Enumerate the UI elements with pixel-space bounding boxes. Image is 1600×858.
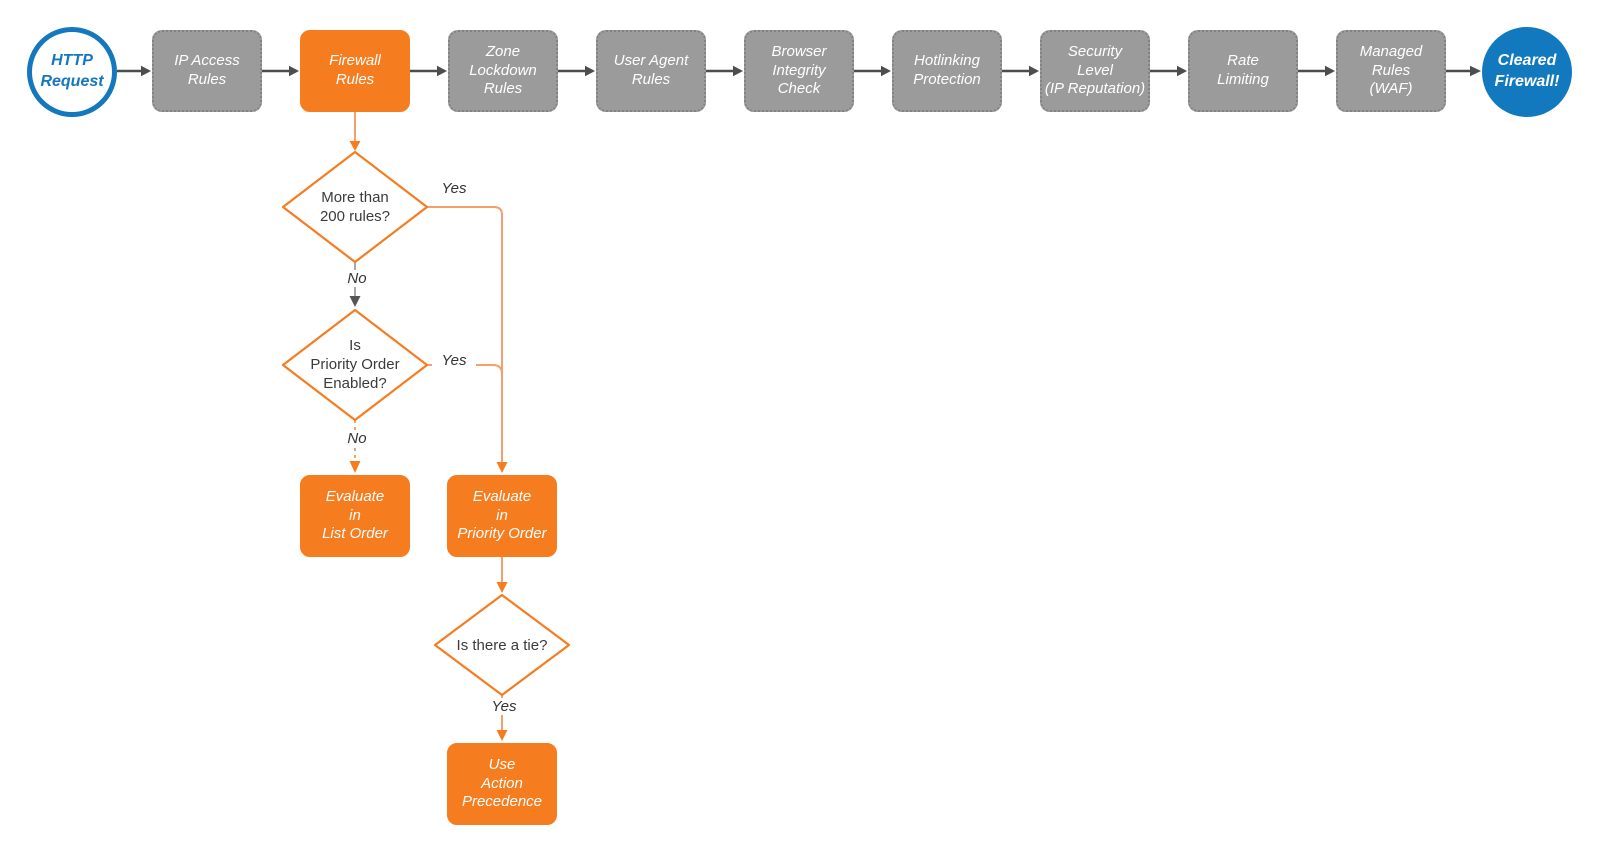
step-rate-limiting: Rate Limiting (1188, 30, 1298, 112)
decision-rule-count-label: More than 200 rules? (319, 189, 391, 225)
decision-diamond-tie (433, 593, 571, 697)
decision-tie-label: Is there a tie? (456, 637, 548, 654)
action-use-action-precedence: Use Action Precedence (447, 743, 557, 825)
step-ip-access-rules: IP Access Rules (152, 30, 262, 112)
edge-label-yes-priority-order: Yes (432, 352, 476, 369)
step-managed-rules-waf: Managed Rules (WAF) (1336, 30, 1446, 112)
step-firewall-rules: Firewall Rules (300, 30, 410, 112)
edge-firewall-to-rulecount (349, 112, 361, 151)
edge-label-no-priority-order: No (337, 430, 377, 447)
decision-diamond-rule-count (281, 150, 429, 264)
step-user-agent-rules: User Agent Rules (596, 30, 706, 112)
edge-label-no-rulecount: No (337, 270, 377, 287)
start-node-http-request: HTTP Request (27, 27, 117, 117)
pipeline-arrows (117, 65, 1481, 77)
step-hotlinking-protection: Hotlinking Protection (892, 30, 1002, 112)
edge-label-yes-rulecount: Yes (441, 180, 467, 197)
edge-yes-priority-order (427, 364, 503, 375)
action-evaluate-list-order: Evaluate in List Order (300, 475, 410, 557)
edge-no-priority-order (349, 420, 361, 473)
edge-priority-to-tie (496, 557, 508, 593)
step-browser-integrity-check: Browser Integrity Check (744, 30, 854, 112)
step-security-level: Security Level (IP Reputation) (1040, 30, 1150, 112)
decision-diamond-priority-order (281, 308, 429, 422)
edge-label-yes-tie: Yes (482, 698, 526, 715)
action-evaluate-priority-order: Evaluate in Priority Order (447, 475, 557, 557)
edge-yes-rulecount (427, 206, 508, 473)
end-node-cleared-firewall: Cleared Firewall! (1482, 27, 1572, 117)
decision-priority-order-label: Is Priority Order Enabled? (310, 337, 400, 392)
step-zone-lockdown-rules: Zone Lockdown Rules (448, 30, 558, 112)
